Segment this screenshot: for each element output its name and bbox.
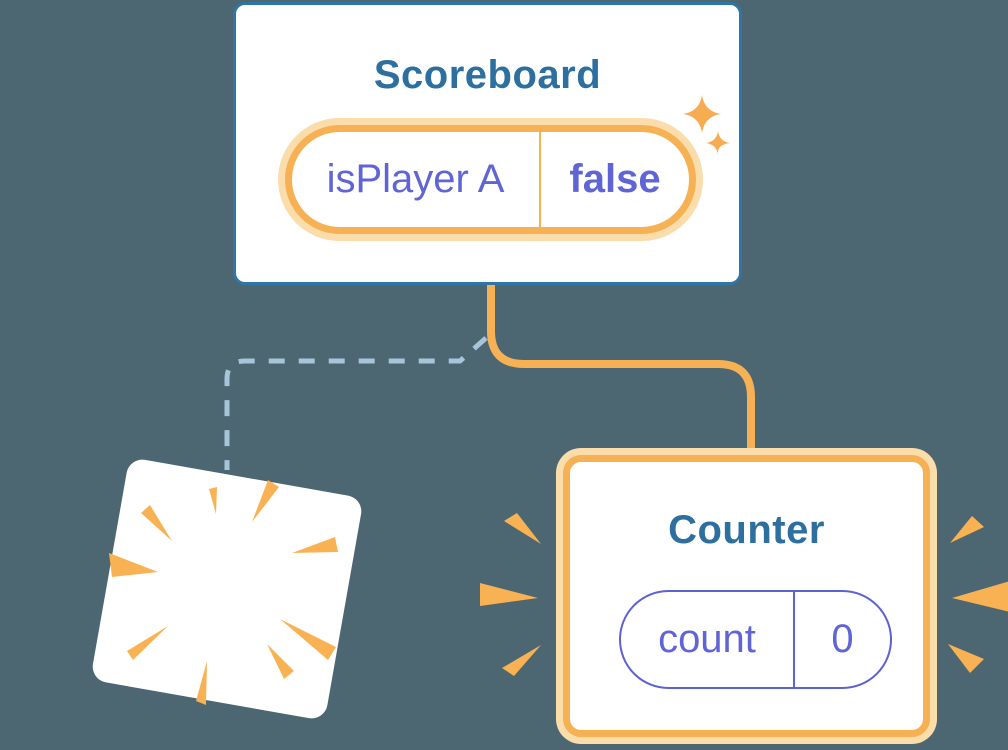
counter-card: Counter count 0 (563, 455, 930, 737)
scoreboard-card: Scoreboard isPlayer A false (233, 2, 742, 285)
scoreboard-title: Scoreboard (373, 53, 602, 97)
destroyed-card-shape (92, 459, 362, 719)
removed-connector-dashed-line (224, 336, 488, 470)
state-connector-line (487, 281, 755, 457)
counter-state-pill: count 0 (619, 590, 892, 689)
state-name: count (658, 617, 756, 661)
state-name: isPlayer A (326, 157, 505, 201)
explosion-burst-icon (109, 480, 338, 705)
state-value: false (569, 157, 661, 201)
pill-divider (793, 592, 795, 687)
state-value: 0 (831, 617, 854, 661)
counter-title: Counter (668, 508, 825, 552)
sparkle-icon (683, 95, 730, 155)
destroyed-component-card (92, 459, 362, 719)
pill-divider (539, 132, 541, 227)
scoreboard-state-pill: isPlayer A false (285, 125, 696, 234)
